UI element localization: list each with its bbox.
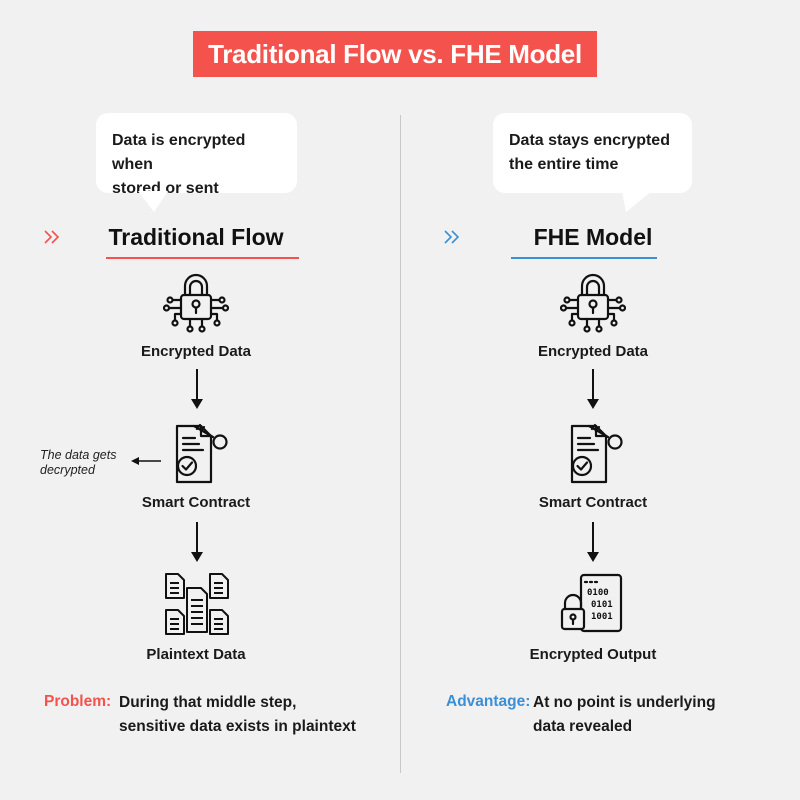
right-bubble-tail — [622, 191, 652, 212]
right-speech-bubble: Data stays encrypted the entire time — [493, 113, 692, 193]
right-step-2-label: Smart Contract — [538, 494, 648, 511]
right-step-1-label: Encrypted Data — [537, 343, 649, 360]
advantage-text: At no point is underlying data revealed — [533, 691, 773, 739]
left-step-1-label: Encrypted Data — [140, 343, 252, 360]
side-note-line-2: decrypted — [40, 463, 95, 477]
problem-text: During that middle step, sensitive data … — [119, 691, 389, 739]
advantage-text-line-1: At no point is underlying — [533, 694, 716, 711]
right-arrow-down-2 — [587, 522, 599, 562]
decrypted-side-note: The data gets decrypted — [40, 448, 130, 478]
arrow-left-icon — [131, 457, 161, 465]
left-bubble-tail — [138, 191, 168, 212]
left-column-heading: Traditional Flow — [108, 224, 284, 250]
left-heading-underline — [106, 257, 299, 259]
contract-key-icon — [570, 423, 623, 484]
left-arrow-down-2 — [191, 522, 203, 562]
right-step-3-label: Encrypted Output — [529, 646, 657, 663]
column-divider — [400, 115, 401, 773]
left-step-2-label: Smart Contract — [141, 494, 251, 511]
side-note-line-1: The data gets — [40, 448, 117, 462]
advantage-label: Advantage: — [446, 693, 531, 710]
right-bubble-line-2: the entire time — [509, 156, 619, 173]
left-bubble-line-1: Data is encrypted when — [112, 132, 246, 173]
svg-text:0101: 0101 — [591, 600, 613, 610]
right-column-heading: FHE Model — [533, 224, 653, 250]
plaintext-documents-icon — [165, 573, 229, 635]
contract-key-icon — [175, 423, 228, 484]
right-heading-underline — [511, 257, 657, 259]
problem-text-line-1: During that middle step, — [119, 694, 297, 711]
page-title: Traditional Flow vs. FHE Model — [193, 31, 597, 77]
problem-label: Problem: — [44, 693, 112, 710]
left-speech-bubble: Data is encrypted when stored or sent — [96, 113, 297, 197]
right-arrow-down-1 — [587, 369, 599, 409]
double-chevron-right-icon — [44, 230, 60, 244]
double-chevron-right-icon — [444, 230, 460, 244]
lock-circuit-icon — [560, 273, 626, 333]
left-bubble-line-2: stored or sent — [112, 180, 219, 197]
binary-lock-icon: 0100 0101 1001 — [560, 573, 623, 633]
svg-text:1001: 1001 — [591, 612, 613, 622]
left-arrow-down-1 — [191, 369, 203, 409]
lock-circuit-icon — [163, 273, 229, 333]
advantage-text-line-2: data revealed — [533, 718, 633, 735]
problem-text-line-2: sensitive data exists in plaintext — [119, 718, 356, 735]
right-bubble-line-1: Data stays encrypted — [509, 132, 670, 149]
left-step-3-label: Plaintext Data — [146, 646, 246, 663]
svg-text:0100: 0100 — [587, 588, 609, 598]
